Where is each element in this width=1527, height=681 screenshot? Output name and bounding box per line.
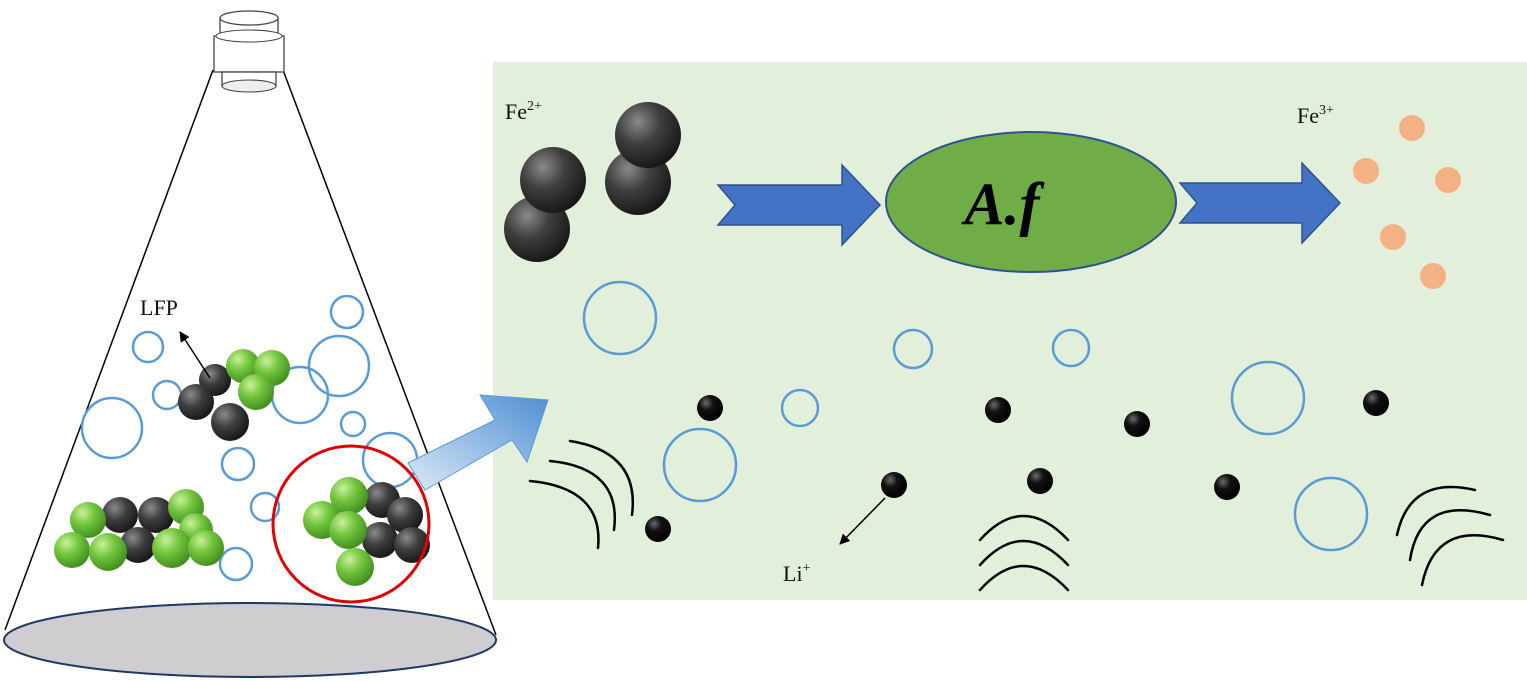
fe3-label: Fe3+ xyxy=(1297,103,1334,128)
fe2-particle-icon xyxy=(504,102,681,262)
panel-bubbles xyxy=(582,280,1369,552)
bacteria-ellipse xyxy=(885,131,1177,273)
lfp-pointer xyxy=(179,331,211,379)
li-ion-icon xyxy=(645,390,1389,542)
zoom-arrow-icon xyxy=(407,394,549,491)
bubble-icon xyxy=(662,427,738,503)
bubble-icon xyxy=(361,431,419,489)
lfp-label: LFP xyxy=(140,295,178,320)
bubble-icon xyxy=(780,388,820,428)
process-arrow-icon xyxy=(1178,161,1342,245)
process-arrow-icon xyxy=(716,163,882,247)
bubble-icon xyxy=(339,410,367,438)
bubble-icon xyxy=(249,491,281,523)
bubble-icon xyxy=(220,446,256,482)
lfp-cluster xyxy=(54,489,224,571)
bubble-icon xyxy=(892,328,934,370)
fe3-particle-icon xyxy=(1353,115,1461,289)
lfp-cluster xyxy=(178,349,290,441)
bubble-icon xyxy=(1051,328,1091,368)
flask-bubbles xyxy=(80,294,419,582)
li-label: Li+ xyxy=(783,561,811,586)
erlenmeyer-flask-icon xyxy=(3,10,497,678)
bacteria-label: A.f xyxy=(961,171,1045,237)
stir-wave-icon xyxy=(978,514,1070,592)
stir-wave-icon xyxy=(528,439,635,550)
bubble-icon xyxy=(80,396,144,460)
bubble-icon xyxy=(1230,360,1306,436)
stir-wave-icon xyxy=(1395,485,1505,587)
bubble-icon xyxy=(307,334,371,398)
li-pointer xyxy=(839,497,886,545)
bubble-icon xyxy=(131,330,165,364)
lfp-cluster-zoomed xyxy=(303,477,430,586)
fe2-label: Fe2+ xyxy=(505,99,542,124)
bubble-icon xyxy=(218,546,254,582)
bubble-icon xyxy=(329,294,365,330)
bubble-icon xyxy=(582,280,658,356)
bubble-icon xyxy=(1293,476,1369,552)
bubble-icon xyxy=(151,379,183,411)
flask-base xyxy=(3,602,497,678)
zoom-circle xyxy=(271,444,431,604)
